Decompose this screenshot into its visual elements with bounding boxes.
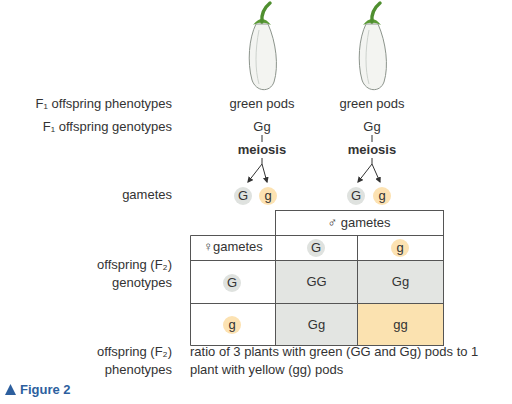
gamete-circle: G <box>307 239 325 257</box>
diagram-label: ♀gametes <box>192 238 274 256</box>
allele-letter: G <box>238 189 248 203</box>
circle-fill <box>223 316 241 334</box>
gamete-circle: g <box>223 316 241 334</box>
allele-letter: g <box>228 318 235 332</box>
diagram-label: Gg <box>242 118 282 136</box>
genotype-text: GG <box>306 275 326 289</box>
diagram-label: F₁ offspring genotypes <box>2 118 172 136</box>
pod-seam <box>366 30 369 84</box>
circle-fill <box>391 239 409 257</box>
genotype-text: Gg <box>392 275 409 289</box>
caption-marker <box>5 384 16 395</box>
diagram-label: Gg <box>352 118 392 136</box>
pod-stem <box>372 3 380 22</box>
pod-shell <box>249 24 276 90</box>
meiosis-arrow <box>248 158 262 182</box>
circle-fill <box>259 187 277 205</box>
punnett-cell: Gg <box>358 261 443 303</box>
gamete-circle: G <box>347 187 365 205</box>
pea-pod <box>359 3 386 90</box>
meiosis-arrow <box>358 158 372 182</box>
pod-stem <box>262 3 270 22</box>
diagram-label: green pods <box>217 95 307 113</box>
circle-fill <box>234 187 252 205</box>
pod-shell <box>359 24 386 90</box>
pod-seam <box>256 30 259 84</box>
gamete-circle: g <box>373 187 391 205</box>
diagram-label: green pods <box>327 95 417 113</box>
punnett-grid <box>191 211 444 346</box>
connector-line <box>372 135 373 142</box>
circle-fill <box>307 239 325 257</box>
allele-letter: g <box>396 241 403 255</box>
diagram-label: ♂ gametes <box>279 214 439 232</box>
grid-line <box>190 236 191 346</box>
gamete-circle: g <box>391 239 409 257</box>
diagram-label: F₁ offspring phenotypes <box>2 95 172 113</box>
genotype-text: Gg <box>308 318 325 332</box>
connector-line <box>262 135 263 142</box>
diagram-label: meiosis <box>222 141 302 159</box>
meiosis-arrow <box>372 164 380 182</box>
punnett-cell: Gg <box>276 304 357 345</box>
allele-letter: G <box>351 189 361 203</box>
figure-caption: Figure 2 <box>20 381 170 399</box>
gamete-circle: G <box>234 187 252 205</box>
punnett-cell: gg <box>358 304 443 345</box>
gamete-circle: g <box>259 187 277 205</box>
diagram-label: ratio of 3 plants with green (GG and Gg)… <box>190 343 510 379</box>
meiosis-arrow <box>262 164 267 182</box>
allele-letter: G <box>311 241 321 255</box>
pea-pod <box>249 3 276 90</box>
diagram-label: offspring (F₂) genotypes <box>72 256 172 292</box>
diagram-label: offspring (F₂) phenotypes <box>72 343 172 379</box>
circle-fill <box>347 187 365 205</box>
diagram-label: gametes <box>2 186 172 204</box>
circle-fill <box>223 274 241 292</box>
allele-letter: G <box>227 276 237 290</box>
grid-frame <box>276 211 444 346</box>
circle-fill <box>373 187 391 205</box>
gamete-circle: G <box>223 274 241 292</box>
genotype-text: gg <box>393 318 407 332</box>
punnett-cell: GG <box>276 261 357 303</box>
allele-letter: g <box>378 189 385 203</box>
grid-line <box>191 235 444 236</box>
diagram-label: meiosis <box>332 141 412 159</box>
allele-letter: g <box>264 189 271 203</box>
